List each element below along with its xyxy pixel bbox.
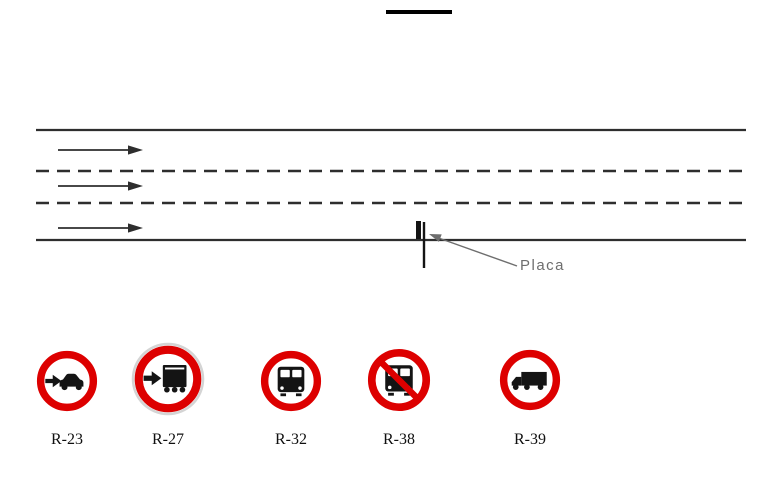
placa-callout-label: Placa xyxy=(520,257,566,274)
title-underline xyxy=(386,10,452,14)
callout-leader-arrow xyxy=(429,234,518,267)
no-buses-icon xyxy=(367,348,431,412)
lane-direction-arrow xyxy=(58,223,143,233)
traffic-sign-R-32 xyxy=(260,350,322,412)
truck-prohibition-icon xyxy=(499,349,561,411)
sign-post xyxy=(416,221,426,268)
no-overtaking-car-icon xyxy=(36,350,98,412)
traffic-sign-R-38 xyxy=(367,348,431,412)
bus-prohibition-icon xyxy=(260,350,322,412)
traffic-sign-R-27 xyxy=(131,342,205,416)
sign-code-label: R-27 xyxy=(152,431,184,448)
traffic-sign-R-39 xyxy=(499,349,561,411)
sign-code-label: R-39 xyxy=(514,431,546,448)
no-overtaking-truck-icon xyxy=(131,342,205,416)
sign-code-label: R-32 xyxy=(275,431,307,448)
sign-code-label: R-38 xyxy=(383,431,415,448)
traffic-sign-R-23 xyxy=(36,350,98,412)
lane-direction-arrow xyxy=(58,181,143,191)
sign-code-label: R-23 xyxy=(51,431,83,448)
lane-direction-arrow xyxy=(58,145,143,155)
